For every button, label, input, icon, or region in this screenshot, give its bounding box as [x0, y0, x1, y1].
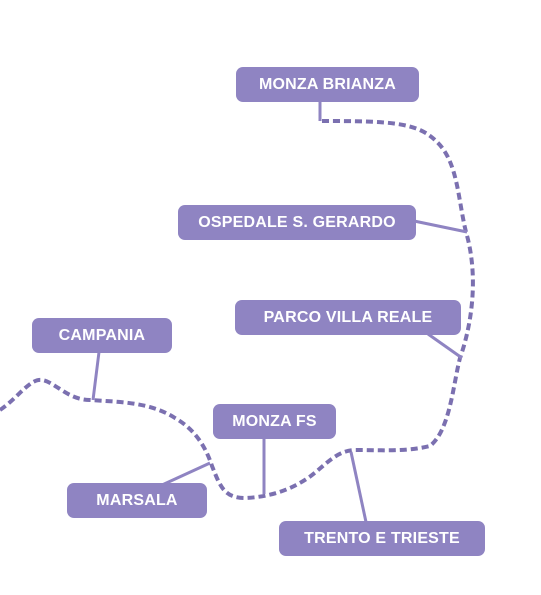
route-line	[0, 119, 475, 501]
stop-label-monza-brianza: MONZA BRIANZA	[236, 67, 419, 102]
stop-label-monza-fs: MONZA FS	[213, 404, 336, 439]
leader-trento-e-trieste	[349, 451, 368, 523]
stop-label-marsala: MARSALA	[67, 483, 207, 518]
leader-ospedale-s-gerardo	[413, 219, 468, 234]
leader-parco-villa-reale	[427, 332, 463, 360]
leader-marsala	[161, 461, 211, 487]
stop-label-ospedale-s-gerardo: OSPEDALE S. GERARDO	[178, 205, 416, 240]
stop-label-campania: CAMPANIA	[32, 318, 172, 353]
leader-campania	[91, 351, 101, 401]
stop-label-trento-e-trieste: TRENTO E TRIESTE	[279, 521, 485, 556]
stop-label-parco-villa-reale: PARCO VILLA REALE	[235, 300, 461, 335]
